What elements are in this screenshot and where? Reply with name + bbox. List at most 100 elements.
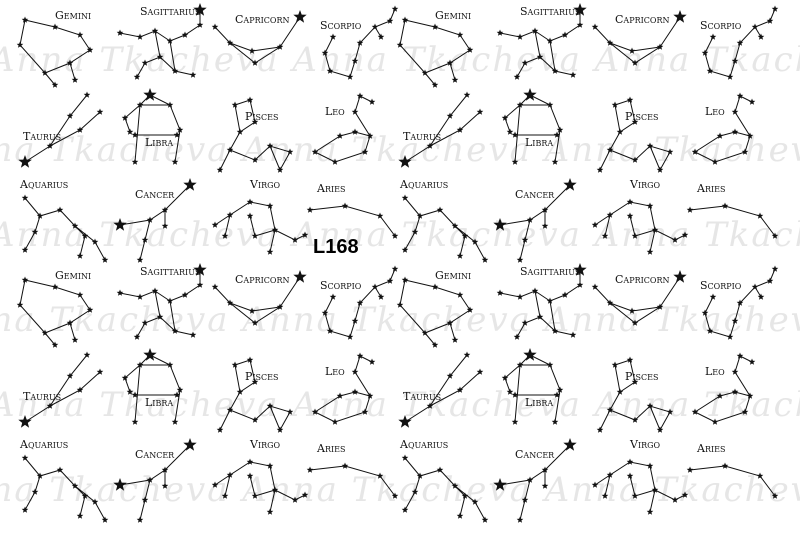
star-icon <box>196 21 204 28</box>
constellation-label: Cancer <box>515 448 555 461</box>
star-icon <box>511 158 519 165</box>
star-icon <box>91 498 99 505</box>
star-icon <box>671 496 679 503</box>
constellation-line <box>124 377 131 393</box>
star-icon <box>616 388 624 395</box>
star-icon <box>546 101 554 108</box>
star-icon <box>291 496 299 503</box>
constellation-label: Gemini <box>435 269 471 282</box>
star-icon <box>461 232 469 239</box>
star-icon <box>56 206 64 213</box>
star-icon <box>421 69 429 76</box>
star-icon <box>748 98 756 105</box>
constellation-line <box>609 145 671 172</box>
star-icon <box>71 482 79 489</box>
star-icon <box>266 248 274 255</box>
star-icon <box>216 166 224 173</box>
star-icon <box>221 232 229 239</box>
star-icon <box>771 492 779 499</box>
star-icon <box>523 348 537 361</box>
constellation-line <box>689 205 776 237</box>
star-icon <box>521 236 529 243</box>
star-icon <box>521 59 529 66</box>
star-icon <box>681 491 689 498</box>
star-icon <box>673 270 687 283</box>
star-icon <box>131 158 139 165</box>
star-icon <box>236 128 244 135</box>
constellation-line <box>124 354 181 423</box>
star-icon <box>493 478 507 491</box>
star-icon <box>666 148 674 155</box>
star-icon <box>166 101 174 108</box>
constellation-scorpio: Scorpio <box>700 265 779 340</box>
star-icon <box>336 132 344 139</box>
star-icon <box>141 59 149 66</box>
star-icon <box>751 283 759 290</box>
star-icon <box>251 118 259 125</box>
star-icon <box>96 368 104 375</box>
constellation-label: Virgo <box>629 438 661 451</box>
star-icon <box>91 238 99 245</box>
star-icon <box>431 341 439 348</box>
constellation-label: Sagittarius <box>520 265 580 278</box>
star-icon <box>193 3 207 16</box>
star-icon <box>83 351 91 358</box>
star-icon <box>221 492 229 499</box>
constellation-line <box>404 197 466 257</box>
star-icon <box>246 458 254 465</box>
star-icon <box>756 212 764 219</box>
star-icon <box>156 53 164 60</box>
star-icon <box>726 333 734 340</box>
constellation-label: Sagittarius <box>140 5 200 18</box>
star-icon <box>736 92 744 99</box>
star-icon <box>606 39 614 46</box>
constellation-line <box>549 40 556 72</box>
constellation-libra: Libra <box>121 348 184 425</box>
constellation-virgo: Virgo <box>591 438 689 515</box>
star-icon <box>456 512 464 519</box>
star-icon <box>41 69 49 76</box>
constellation-aries: Aries <box>306 442 399 499</box>
star-icon <box>746 392 754 399</box>
constellation-line <box>694 391 751 413</box>
star-icon <box>666 408 674 415</box>
star-icon <box>556 386 564 393</box>
constellation-label: Sagittarius <box>520 5 580 18</box>
star-icon <box>673 10 687 23</box>
star-icon <box>526 216 534 223</box>
constellation-line <box>229 405 291 432</box>
constellation-line <box>404 475 421 511</box>
constellation-line <box>269 229 276 253</box>
star-icon <box>171 327 179 334</box>
constellation-label: Cancer <box>135 188 175 201</box>
star-icon <box>18 415 32 428</box>
constellation-label: Capricorn <box>235 13 289 26</box>
star-icon <box>136 101 144 108</box>
star-icon <box>351 317 359 324</box>
star-icon <box>76 252 84 259</box>
constellation-line <box>504 94 561 163</box>
star-icon <box>731 108 739 115</box>
star-icon <box>146 476 154 483</box>
constellation-line <box>694 131 751 153</box>
star-icon <box>411 488 419 495</box>
star-icon <box>741 408 749 415</box>
star-icon <box>496 289 504 296</box>
star-icon <box>721 462 729 469</box>
star-icon <box>421 329 429 336</box>
star-icon <box>371 23 379 30</box>
star-icon <box>76 291 84 298</box>
star-icon <box>341 462 349 469</box>
constellation-leo: Leo <box>691 92 756 165</box>
star-icon <box>511 131 519 138</box>
constellation-aquarius: Aquarius <box>399 438 489 523</box>
star-icon <box>466 306 474 313</box>
star-icon <box>18 155 32 168</box>
constellation-aries: Aries <box>686 182 779 239</box>
star-icon <box>709 33 717 40</box>
star-icon <box>506 388 514 395</box>
star-icon <box>626 96 634 103</box>
constellation-line <box>69 62 76 81</box>
constellation-line <box>124 94 181 163</box>
star-icon <box>173 391 181 398</box>
